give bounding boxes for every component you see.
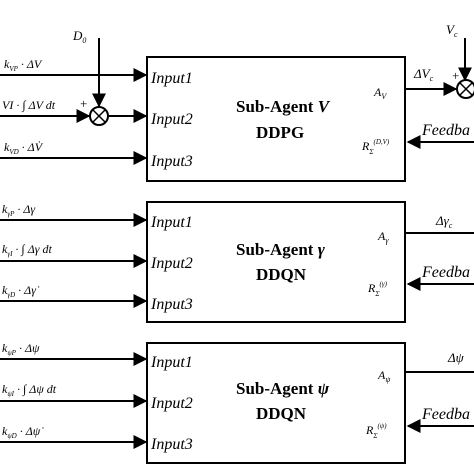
agent-v-block: Sub-Agent V DDPG Input1 Input2 Input3 AV…: [146, 56, 406, 182]
agent-gamma-symbol: γ: [318, 240, 326, 259]
sum-sign-v-left: +: [80, 96, 87, 111]
agent-psi-output-label: Δψ: [447, 350, 465, 365]
svg-text:Sub-Agent ψ: Sub-Agent ψ: [236, 379, 330, 398]
agent-gamma-title: Sub-Agent: [236, 240, 314, 259]
svg-text:Sub-Agent V: Sub-Agent V: [236, 97, 331, 116]
agent-gamma-left-label-i: kγI · ∫ Δγ dt: [2, 242, 52, 258]
agent-psi-algo: DDQN: [256, 404, 307, 423]
agent-psi-left-label-d: kψD · Δψ̇: [2, 424, 44, 440]
agent-gamma-output-label: Δγc: [435, 213, 453, 230]
disturbance-label: D0: [72, 28, 86, 45]
agent-v-input3: Input3: [150, 153, 193, 170]
agent-gamma-algo: DDQN: [256, 265, 307, 284]
agent-psi-symbol: ψ: [318, 379, 330, 398]
agent-gamma-block: Sub-Agent γ DDQN Input1 Input2 Input3 Aγ…: [146, 201, 406, 323]
agent-gamma-input3: Input3: [150, 296, 193, 313]
agent-psi-input2: Input2: [150, 395, 193, 412]
agent-psi-left-label-i: kψI · ∫ Δψ dt: [2, 382, 57, 398]
agent-v-symbol: V: [318, 97, 331, 116]
agent-v-input2: Input2: [150, 111, 193, 128]
agent-v-algo: DDPG: [256, 123, 304, 142]
agent-v-title: Sub-Agent: [236, 97, 314, 116]
agent-psi-input1: Input1: [150, 354, 193, 371]
reference-label: Vc: [446, 22, 458, 39]
agent-psi-input3: Input3: [150, 436, 193, 453]
agent-psi-title: Sub-Agent: [236, 379, 314, 398]
svg-text:Sub-Agent γ: Sub-Agent γ: [236, 240, 326, 259]
agent-v-left-label-i: VI · ∫ ΔV dt: [2, 98, 56, 112]
agent-psi-feedback: Feedba: [421, 406, 470, 423]
agent-psi-block: Sub-Agent ψ DDQN Input1 Input2 Input3 Aψ…: [146, 342, 406, 464]
agent-v-input1: Input1: [150, 70, 193, 87]
agent-psi-left-label-p: kψP · Δψ: [2, 341, 40, 357]
agent-v-output-label: ΔVc: [413, 66, 434, 83]
agent-gamma-left-label-d: kγD · Δγ̇: [2, 283, 40, 299]
agent-gamma-left-label-p: kγP · Δγ: [2, 202, 35, 218]
sum-sign-v-right: +: [452, 68, 459, 83]
agent-gamma-input2: Input2: [150, 255, 193, 272]
agent-v-left-label-d: kVD · ΔV̇: [4, 140, 44, 156]
agent-v-left-label-p: kVP · ΔV: [4, 57, 43, 73]
agent-gamma-feedback: Feedba: [421, 264, 470, 281]
agent-gamma-input1: Input1: [150, 214, 193, 231]
agent-v-feedback: Feedba: [421, 122, 470, 139]
